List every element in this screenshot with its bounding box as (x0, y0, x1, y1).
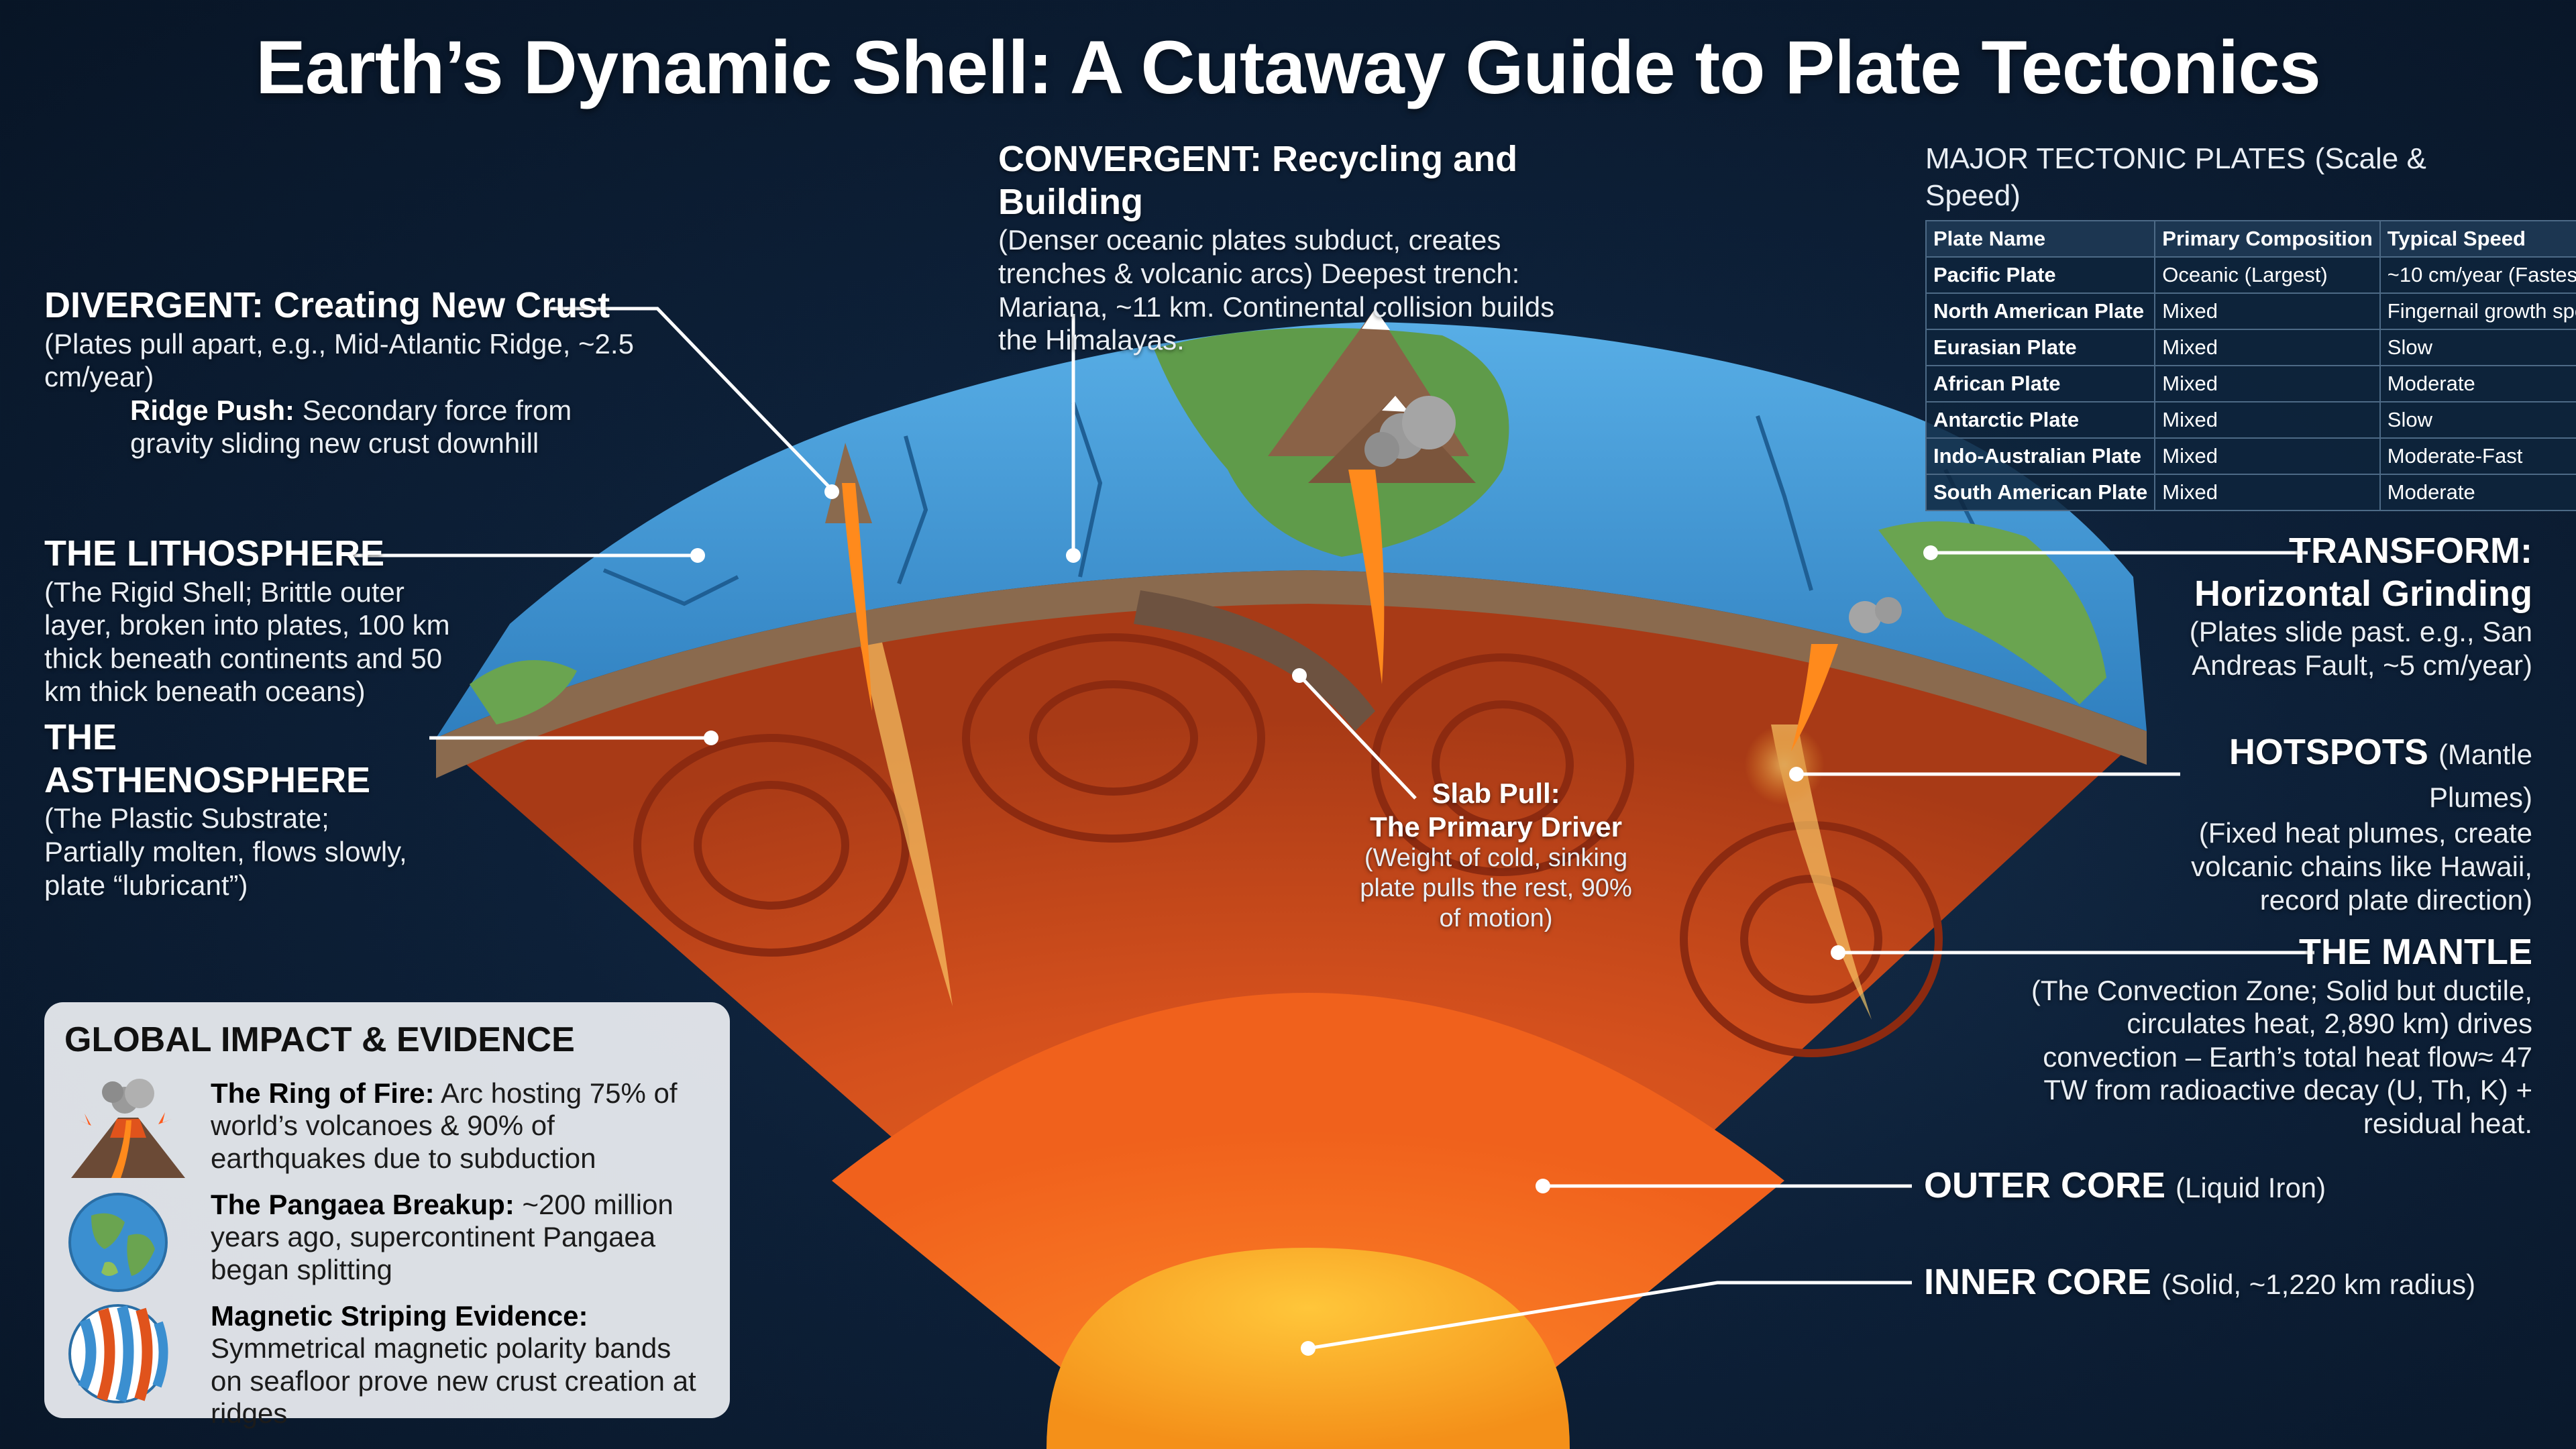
transform-label: TRANSFORM: Horizontal Grinding (Plates s… (2160, 530, 2532, 682)
asthenosphere-heading: THE ASTHENOSPHERE (44, 717, 371, 800)
slab-pull-heading-1: Slab Pull: (1432, 777, 1560, 809)
leader-lines (347, 307, 2314, 1356)
divergent-ridge (825, 443, 872, 711)
global-impact-panel: GLOBAL IMPACT & EVIDENCE The Ring of Fir… (44, 1002, 730, 1429)
outer-core-label: OUTER CORE (Liquid Iron) (1924, 1165, 2528, 1208)
column-header: Plate Name (1925, 220, 2156, 258)
table-row: African Plate Mixed Moderate (1925, 365, 2576, 402)
plate-name-cell: Pacific Plate (1925, 256, 2156, 294)
volcano-icon (71, 1079, 185, 1178)
mantle-heading: THE MANTLE (2299, 932, 2532, 972)
tectonic-plates-panel: MAJOR TECTONIC PLATES (Scale & Speed) Pl… (1925, 140, 2576, 511)
convergent-label: CONVERGENT: Recycling and Building (Dens… (998, 138, 1589, 357)
plate-name-cell: North American Plate (1925, 292, 2156, 330)
inner-core-heading: INNER CORE (1924, 1262, 2152, 1302)
pangaea-desc: ~200 million years ago, supercontinent P… (211, 1189, 674, 1285)
table-row: Antarctic Plate Mixed Slow (1925, 401, 2576, 439)
lithosphere-desc: (The Rigid Shell; Brittle outer layer, b… (44, 576, 450, 708)
speed-cell: Slow (2379, 401, 2576, 439)
impact-item-pangaea: The Pangaea Breakup: ~200 million years … (64, 1189, 710, 1300)
plates-table: Plate Name Primary Composition Typical S… (1925, 220, 2576, 511)
divergent-desc: (Plates pull apart, e.g., Mid-Atlantic R… (44, 327, 634, 393)
pangaea-label: The Pangaea Breakup: (211, 1189, 515, 1220)
transform-heading-1: TRANSFORM: (2289, 531, 2532, 571)
composition-cell: Mixed (2154, 437, 2381, 475)
divergent-label: DIVERGENT: Creating New Crust (Plates pu… (44, 284, 648, 460)
inner-core-desc: (Solid, ~1,220 km radius) (2161, 1269, 2476, 1300)
outer-core-desc: (Liquid Iron) (2176, 1172, 2326, 1203)
composition-cell: Mixed (2154, 329, 2381, 366)
ridge-push-label: Ridge Push: (130, 394, 295, 426)
plume-streaks (852, 604, 1872, 1020)
divergent-heading: DIVERGENT: Creating New Crust (44, 285, 610, 325)
hotspots-heading: HOTSPOTS (2229, 732, 2428, 772)
page-title: Earth’s Dynamic Shell: A Cutaway Guide t… (256, 25, 2321, 109)
plate-name-cell: Antarctic Plate (1925, 401, 2156, 439)
hotspots-label: HOTSPOTS (Mantle Plumes) (Fixed heat plu… (2174, 731, 2532, 916)
plates-heading-sub: (Scale & Speed) (1925, 142, 2426, 212)
column-header: Typical Speed (2379, 220, 2576, 258)
convergent-heading: CONVERGENT: Recycling and Building (998, 139, 1518, 222)
subducting-slab (1134, 590, 1375, 731)
ring-of-fire-label: The Ring of Fire: (211, 1077, 435, 1109)
asthenosphere-desc: (The Plastic Substrate; Partially molten… (44, 802, 407, 901)
globe-icon (68, 1193, 168, 1292)
lithosphere-label: THE LITHOSPHERE (The Rigid Shell; Brittl… (44, 533, 460, 708)
mantle-label: THE MANTLE (The Convection Zone; Solid b… (2006, 931, 2532, 1140)
plates-heading: MAJOR TECTONIC PLATES (1925, 142, 2306, 175)
lithosphere-heading: THE LITHOSPHERE (44, 533, 385, 574)
slab-pull-label: Slab Pull: The Primary Driver (Weight of… (1348, 777, 1644, 934)
ridge-push-note: Ridge Push: Secondary force from gravity… (44, 394, 648, 460)
speed-cell: Fingernail growth speed (2379, 292, 2576, 330)
inner-core-label: INNER CORE (Solid, ~1,220 km radius) (1924, 1261, 2541, 1304)
outer-core-heading: OUTER CORE (1924, 1165, 2166, 1205)
continent-left (470, 660, 577, 724)
speed-cell: Moderate (2379, 365, 2576, 402)
composition-cell: Oceanic (Largest) (2154, 256, 2381, 294)
impact-item-ring-of-fire: The Ring of Fire: Arc hosting 75% of wor… (64, 1077, 710, 1189)
speed-cell: Moderate (2379, 474, 2576, 511)
hotspots-sub: (Mantle Plumes) (2428, 739, 2532, 813)
magnetic-striping-desc: Symmetrical magnetic polarity bands on s… (211, 1332, 696, 1429)
speed-cell: ~10 cm/year (Fastest) (2379, 256, 2576, 294)
composition-cell: Mixed (2154, 365, 2381, 402)
transform-desc: (Plates slide past. e.g., San Andreas Fa… (2189, 616, 2532, 681)
table-row: South American Plate Mixed Moderate (1925, 474, 2576, 511)
impact-item-magnetic-striping: Magnetic Striping Evidence: Symmetrical … (64, 1300, 710, 1429)
speed-cell: Moderate-Fast (2379, 437, 2576, 475)
magnetic-striping-label: Magnetic Striping Evidence: (211, 1300, 588, 1332)
slab-pull-heading-2: The Primary Driver (1370, 810, 1622, 843)
mantle-desc: (The Convection Zone; Solid but ductile,… (2031, 974, 2532, 1139)
outer-core-layer (832, 993, 1784, 1449)
table-row: Eurasian Plate Mixed Slow (1925, 329, 2576, 366)
convergent-desc: (Denser oceanic plates subduct, creates … (998, 224, 1555, 356)
table-row: North American Plate Mixed Fingernail gr… (1925, 292, 2576, 330)
impact-heading: GLOBAL IMPACT & EVIDENCE (64, 1020, 575, 1059)
plate-name-cell: South American Plate (1925, 474, 2156, 511)
speed-cell: Slow (2379, 329, 2576, 366)
composition-cell: Mixed (2154, 401, 2381, 439)
table-row: Indo-Australian Plate Mixed Moderate-Fas… (1925, 437, 2576, 475)
plate-name-cell: Indo-Australian Plate (1925, 437, 2156, 475)
ring-of-fire-desc: Arc hosting 75% of world’s volcanoes & 9… (211, 1077, 678, 1174)
transform-heading-2: Horizontal Grinding (2194, 573, 2532, 614)
column-header: Primary Composition (2154, 220, 2381, 258)
continent-right (1878, 521, 2106, 704)
volcano-arc (1348, 396, 1902, 751)
magnetic-stripes-icon (68, 1304, 168, 1403)
slab-pull-desc: (Weight of cold, sinking plate pulls the… (1360, 844, 1632, 932)
plate-name-cell: Eurasian Plate (1925, 329, 2156, 366)
composition-cell: Mixed (2154, 292, 2381, 330)
table-row: Pacific Plate Oceanic (Largest) ~10 cm/y… (1925, 256, 2576, 294)
asthenosphere-label: THE ASTHENOSPHERE (The Plastic Substrate… (44, 716, 420, 902)
ridge-push-desc: Secondary force from gravity sliding new… (130, 394, 572, 460)
table-header-row: Plate Name Primary Composition Typical S… (1925, 220, 2576, 258)
plate-name-cell: African Plate (1925, 365, 2156, 402)
hotspots-desc: (Fixed heat plumes, create volcanic chai… (2191, 817, 2532, 916)
composition-cell: Mixed (2154, 474, 2381, 511)
